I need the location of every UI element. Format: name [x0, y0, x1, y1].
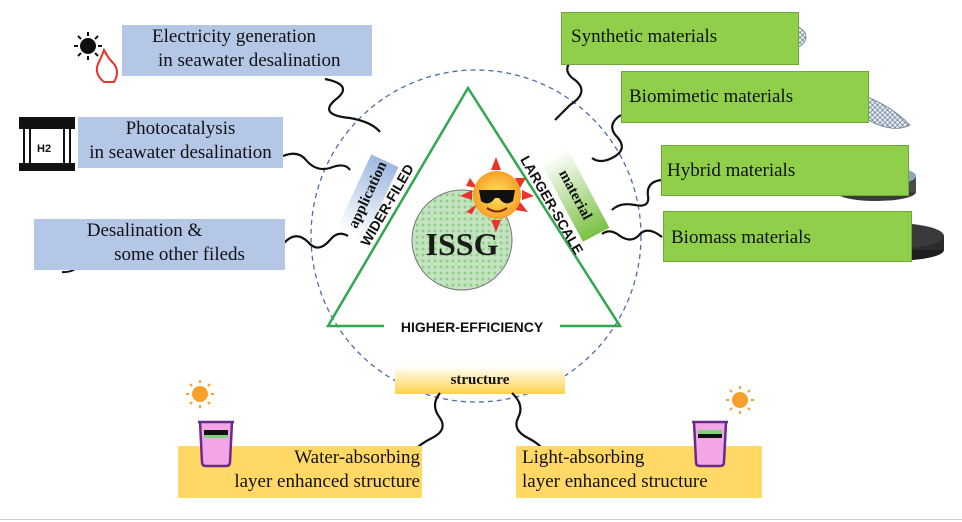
application-box-photocatalysis: Photocatalysis in seawater desalination	[78, 117, 283, 168]
application-electricity-line1: Electricity generation	[152, 26, 317, 47]
material-biomimetic-label: Biomimetic materials	[629, 86, 794, 107]
orange-sun-icon-left	[186, 380, 214, 408]
structure-light-line1: Light-absorbing	[522, 447, 645, 468]
structure-water-line2: layer enhanced structure	[234, 471, 420, 492]
material-synthetic-label: Synthetic materials	[571, 26, 718, 47]
bottom-divider	[0, 519, 962, 520]
material-box-biomimetic: Biomimetic materials	[621, 71, 869, 123]
material-biomass-label: Biomass materials	[671, 227, 811, 248]
material-box-biomass: Biomass materials	[663, 211, 912, 262]
structure-ribbon	[395, 366, 565, 394]
application-photocatalysis-line1: Photocatalysis	[125, 118, 236, 139]
application-desalination-line1: Desalination &	[86, 220, 203, 241]
material-ribbon	[540, 148, 610, 242]
h2-icon-label: H2	[37, 143, 51, 155]
material-hybrid-label: Hybrid materials	[667, 160, 796, 181]
ring-label-structure: structure	[450, 372, 510, 388]
application-ribbon	[337, 154, 399, 240]
structure-light-line2: layer enhanced structure	[522, 471, 708, 492]
application-box-electricity: Electricity generation in seawater desal…	[122, 25, 372, 76]
outer-dashed-circle	[310, 69, 642, 403]
orange-sun-icon-right	[726, 386, 754, 414]
beaker-icon-left	[196, 416, 236, 468]
sun-icon	[74, 32, 102, 60]
material-box-synthetic: Synthetic materials	[561, 12, 799, 65]
cool-sun-icon	[460, 157, 534, 232]
beaker-icon-right	[690, 416, 730, 468]
application-electricity-line2: in seawater desalination	[158, 50, 341, 71]
application-box-desalination: Desalination & some other fileds	[34, 219, 285, 270]
material-box-hybrid: Hybrid materials	[661, 145, 909, 196]
application-desalination-line2: some other fileds	[114, 244, 245, 265]
application-photocatalysis-line2: in seawater desalination	[89, 142, 272, 163]
connectors	[282, 57, 663, 453]
h2-reactor-icon	[19, 117, 75, 171]
structure-water-line1: Water-absorbing	[294, 447, 420, 468]
issg-center-label: ISSG	[425, 226, 499, 262]
flame-icon	[95, 47, 118, 83]
triangle-label-higher-efficiency: HIGHER-EFFICIENCY	[384, 318, 560, 336]
